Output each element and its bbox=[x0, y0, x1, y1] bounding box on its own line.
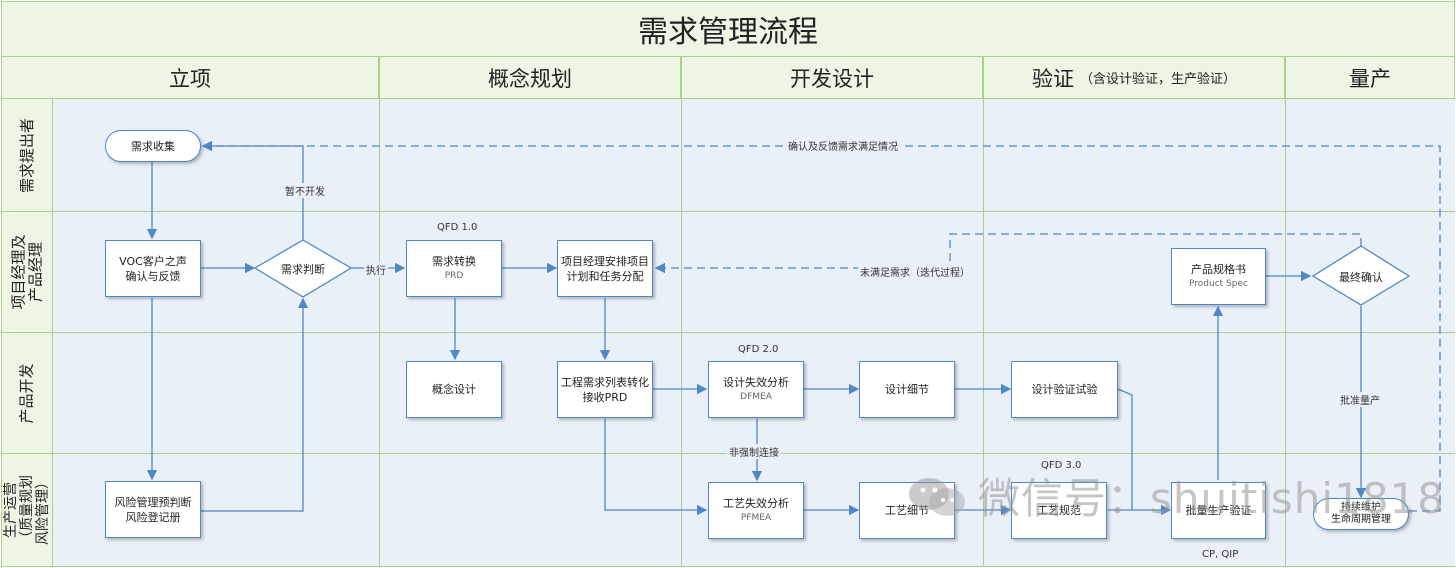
node-lifecycle-management[interactable]: 持续维护 生命周期管理 bbox=[1313, 498, 1409, 530]
node-text: 批量生产验证 bbox=[1185, 504, 1252, 517]
phase-label: 立项 bbox=[169, 66, 211, 91]
edge-label-pause: 暂不开发 bbox=[283, 183, 327, 198]
node-text: 项目经理安排项目 计划和任务分配 bbox=[561, 254, 649, 283]
node-text: 概念设计 bbox=[432, 383, 476, 396]
edge-label-execute: 执行 bbox=[364, 262, 388, 277]
node-requirement-judgment[interactable]: 需求判断 bbox=[281, 263, 325, 276]
edge-label-qfd2: QFD 2.0 bbox=[738, 344, 779, 355]
phase-label: 验证 bbox=[1031, 66, 1074, 91]
lane-label-requester: 需求提出者 bbox=[1, 99, 53, 212]
lane-label-text: 需求提出者 bbox=[17, 117, 36, 193]
lane-band bbox=[53, 99, 1455, 212]
phase-header-concept: 概念规划 bbox=[379, 57, 681, 99]
node-voc[interactable]: VOC客户之声 确认与反馈 bbox=[105, 240, 201, 297]
node-text: 持续维护 生命周期管理 bbox=[1331, 502, 1391, 525]
lane-label-text: 项目经理及 产品经理 bbox=[9, 234, 45, 310]
column-divider bbox=[379, 99, 380, 567]
column-divider bbox=[681, 99, 682, 567]
node-requirement-collection[interactable]: 需求收集 bbox=[105, 130, 201, 162]
node-product-spec[interactable]: 产品规格书 Product Spec bbox=[1171, 248, 1266, 305]
node-text: 需求转换 bbox=[432, 254, 476, 268]
node-text: 工艺规范 bbox=[1037, 504, 1081, 517]
node-design-detail[interactable]: 设计细节 bbox=[859, 361, 955, 418]
edge-label-cp-qip: CP, QIP bbox=[1202, 549, 1239, 560]
lane-label-text: 产品开发 bbox=[17, 362, 36, 424]
node-concept-design[interactable]: 概念设计 bbox=[406, 361, 502, 418]
node-subtext: DFMEA bbox=[740, 391, 772, 402]
phase-label: 量产 bbox=[1349, 66, 1391, 91]
watermark-text: 微信号：shuitishi1818 bbox=[978, 474, 1445, 523]
node-text: 风险管理预判断 风险登记册 bbox=[114, 495, 192, 524]
node-subtext: PFMEA bbox=[740, 512, 772, 523]
phase-sublabel: （含设计验证，生产验证） bbox=[1079, 72, 1236, 87]
node-text: 设计验证试验 bbox=[1031, 383, 1098, 396]
node-process-spec[interactable]: 工艺规范 bbox=[1011, 482, 1107, 539]
node-text: 设计失效分析 bbox=[723, 375, 789, 389]
node-text: 工程需求列表转化 接收PRD bbox=[561, 375, 649, 404]
node-dfmea[interactable]: 设计失效分析 DFMEA bbox=[708, 361, 804, 418]
edge-label-non-forced: 非强制连接 bbox=[727, 444, 781, 459]
phase-header-initiation: 立项 bbox=[1, 57, 379, 99]
edge-label-approve: 批准量产 bbox=[1338, 392, 1382, 407]
node-mass-production-verification[interactable]: 批量生产验证 bbox=[1171, 482, 1266, 539]
phase-header-verification: 验证 （含设计验证，生产验证） bbox=[983, 57, 1285, 99]
phase-label: 开发设计 bbox=[790, 66, 874, 91]
lane-label-product-dev: 产品开发 bbox=[1, 333, 53, 454]
wechat-icon bbox=[909, 478, 965, 516]
node-engineering-requirements[interactable]: 工程需求列表转化 接收PRD bbox=[557, 361, 653, 418]
lane-label-pm: 项目经理及 产品经理 bbox=[1, 212, 53, 333]
node-text: 设计细节 bbox=[885, 383, 929, 396]
node-subtext: Product Spec bbox=[1189, 278, 1248, 289]
node-text: 产品规格书 bbox=[1191, 262, 1246, 276]
node-subtext: PRD bbox=[444, 270, 464, 281]
node-final-confirmation[interactable]: 最终确认 bbox=[1339, 271, 1383, 284]
lane-label-text: 生产运营 （质量规划 风险管理） bbox=[3, 475, 51, 545]
page-title: 需求管理流程 bbox=[1, 1, 1455, 57]
node-text: VOC客户之声 确认与反馈 bbox=[119, 254, 187, 283]
node-pfmea[interactable]: 工艺失效分析 PFMEA bbox=[708, 482, 804, 539]
node-design-verification[interactable]: 设计验证试验 bbox=[1011, 361, 1118, 418]
lane-label-operations: 生产运营 （质量规划 风险管理） bbox=[1, 454, 53, 567]
node-requirement-conversion[interactable]: 需求转换 PRD bbox=[406, 240, 502, 297]
node-text: 需求收集 bbox=[131, 139, 175, 153]
phase-header-development: 开发设计 bbox=[681, 57, 983, 99]
edge-label-unmet: 未满足需求（迭代过程） bbox=[858, 264, 972, 279]
node-risk-management[interactable]: 风险管理预判断 风险登记册 bbox=[105, 481, 201, 538]
phase-header-mass-production: 量产 bbox=[1285, 57, 1455, 99]
node-text: 工艺失效分析 bbox=[723, 496, 789, 510]
edge-label-confirm-feedback: 确认及反馈需求满足情况 bbox=[786, 138, 900, 153]
edge-label-qfd1: QFD 1.0 bbox=[437, 222, 478, 233]
phase-label: 概念规划 bbox=[488, 66, 572, 91]
edge-label-qfd3: QFD 3.0 bbox=[1041, 460, 1082, 471]
node-pm-planning[interactable]: 项目经理安排项目 计划和任务分配 bbox=[557, 240, 653, 297]
